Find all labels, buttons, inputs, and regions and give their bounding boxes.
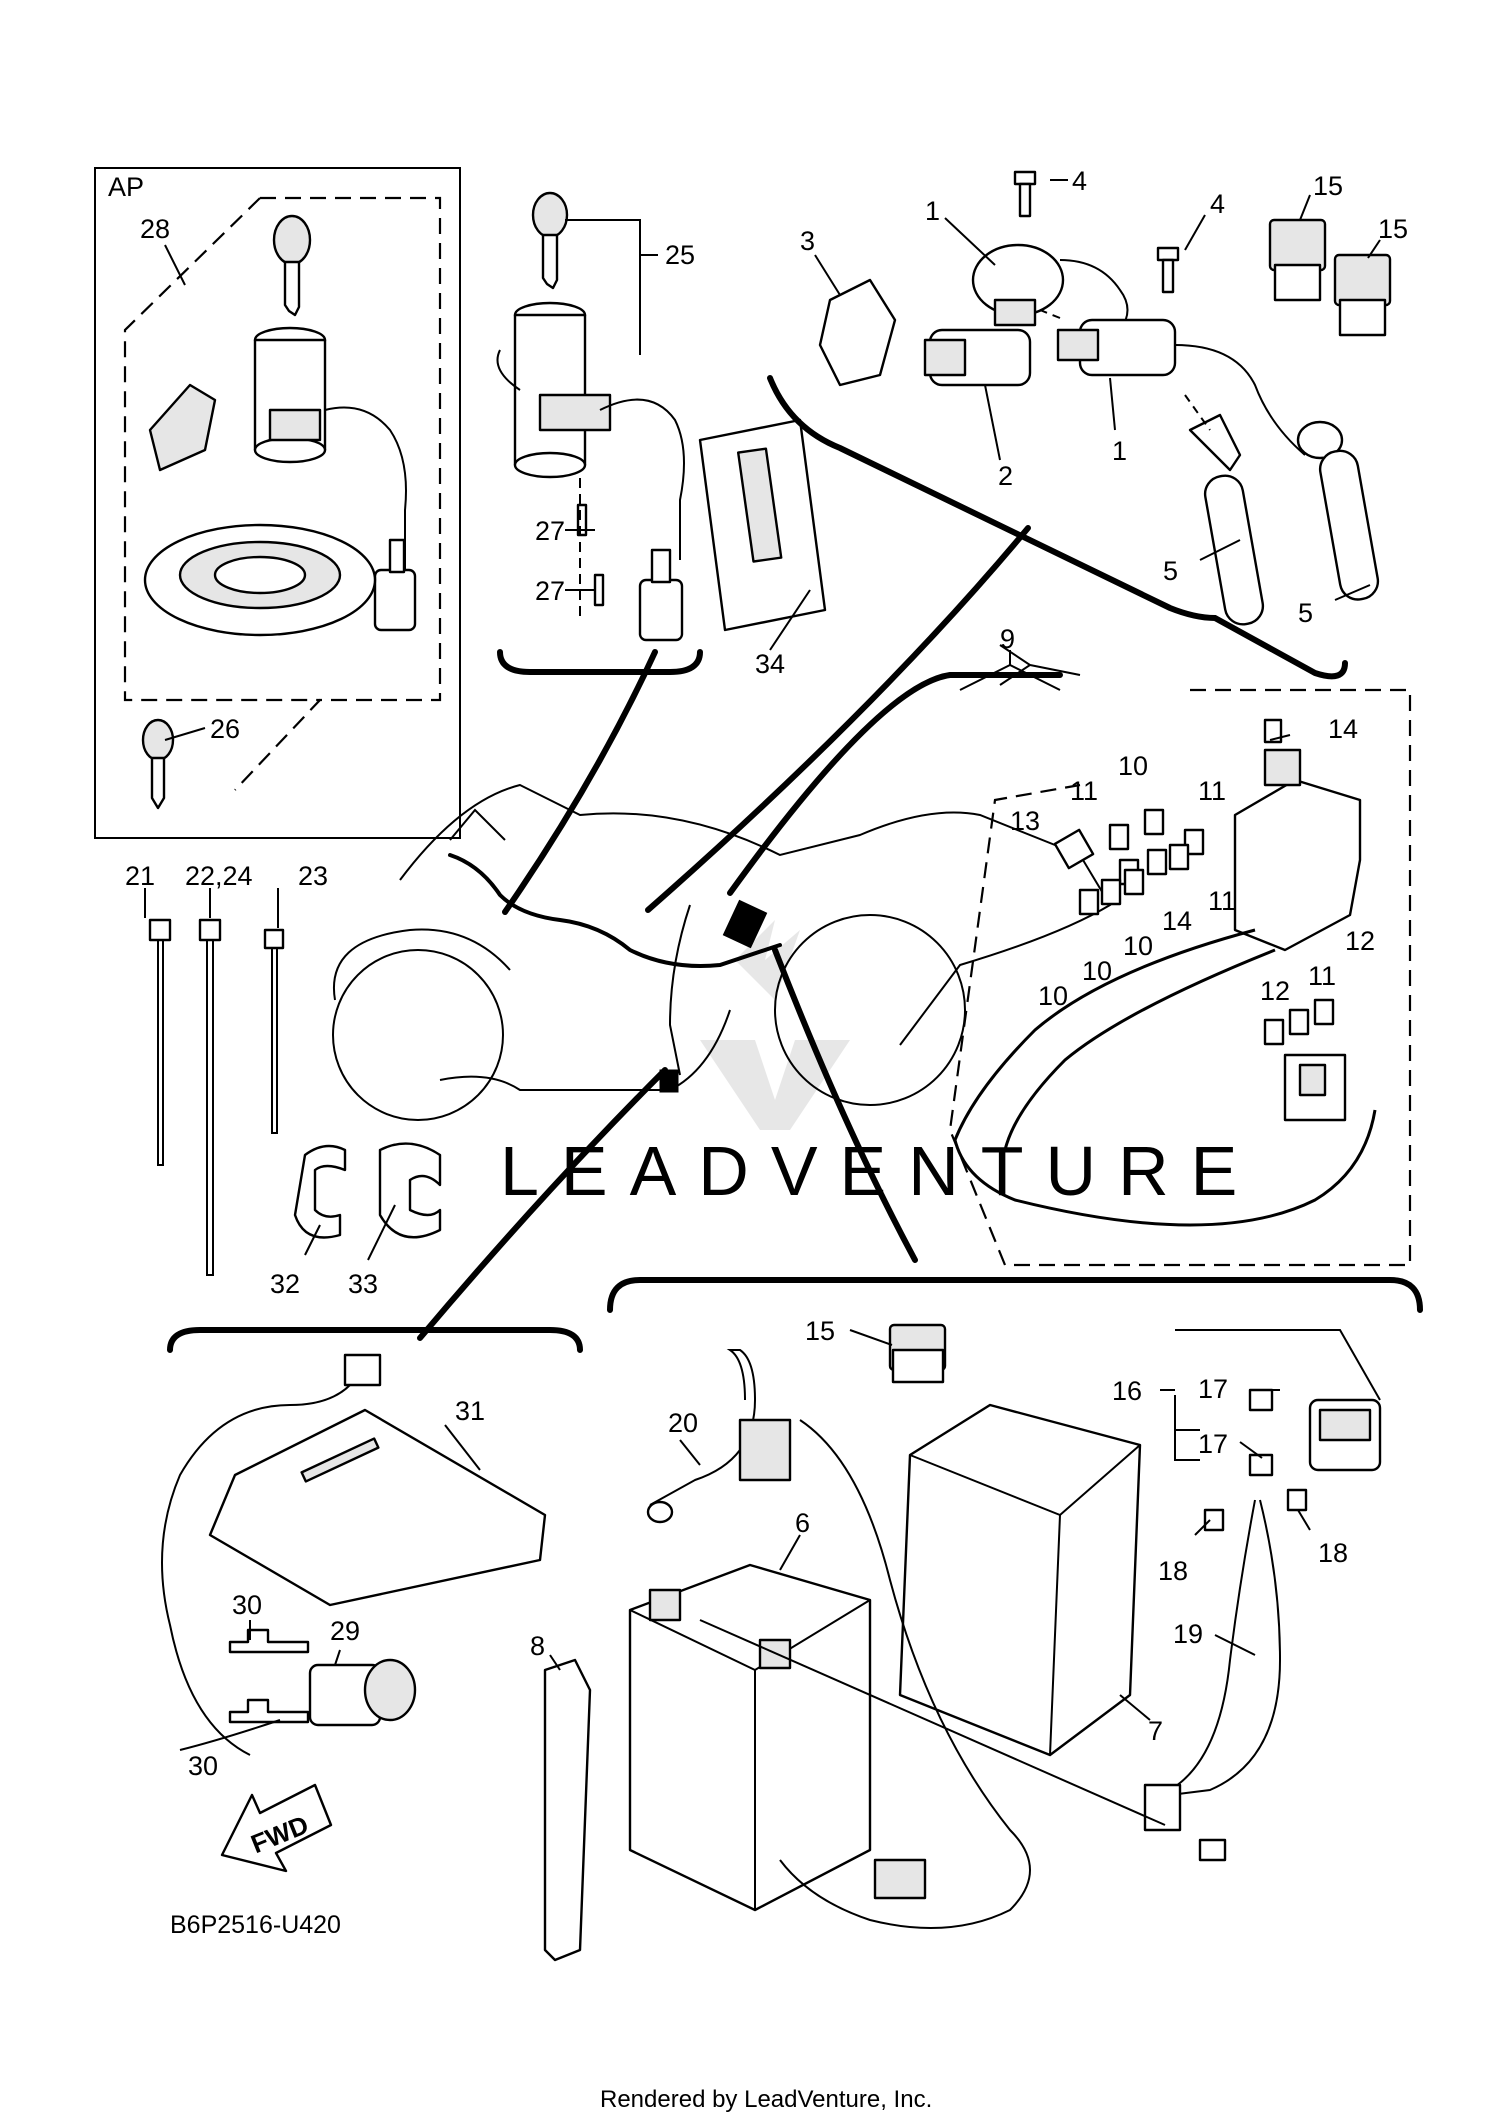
callout-28: 28 bbox=[140, 214, 170, 244]
motorcycle-outline bbox=[332, 783, 1112, 1121]
callout-7: 7 bbox=[1148, 1716, 1163, 1746]
callout-16: 16 bbox=[1112, 1376, 1142, 1406]
callout-3: 3 bbox=[800, 226, 815, 256]
callout-17a: 17 bbox=[1198, 1374, 1228, 1404]
ignition-switch-part bbox=[253, 326, 417, 632]
callout-10a: 10 bbox=[1118, 751, 1148, 781]
callout-10b: 10 bbox=[1123, 931, 1153, 961]
callout-19: 19 bbox=[1173, 1619, 1203, 1649]
callout-15b: 15 bbox=[1378, 214, 1408, 244]
watermark-text: LEADVENTURE bbox=[500, 1132, 1259, 1210]
key-set-group bbox=[496, 191, 827, 675]
fwd-arrow: FWD bbox=[220, 1783, 333, 1873]
callout-10c: 10 bbox=[1082, 956, 1112, 986]
callout-14b: 14 bbox=[1162, 906, 1192, 936]
callout-20: 20 bbox=[668, 1408, 698, 1438]
callout-34: 34 bbox=[755, 649, 785, 679]
callout-31: 31 bbox=[455, 1396, 485, 1426]
fuse-box-group bbox=[948, 644, 1412, 1267]
callout-11a: 11 bbox=[1070, 776, 1098, 806]
callout-15c: 15 bbox=[805, 1316, 835, 1346]
callout-12b: 12 bbox=[1260, 976, 1290, 1006]
battery-group bbox=[543, 1277, 1423, 1962]
callout-21: 21 bbox=[125, 861, 155, 891]
diagram-code: B6P2516-U420 bbox=[170, 1911, 341, 1939]
callout-12a: 12 bbox=[1345, 926, 1375, 956]
callout-4a: 4 bbox=[1072, 166, 1087, 196]
callout-4b: 4 bbox=[1210, 189, 1225, 219]
fuse-cluster bbox=[1053, 718, 1335, 1046]
watermark-logo bbox=[700, 920, 850, 1130]
callout-25: 25 bbox=[665, 240, 695, 270]
callout-30a: 30 bbox=[232, 1590, 262, 1620]
callout-23: 23 bbox=[298, 861, 328, 891]
callout-10d: 10 bbox=[1038, 981, 1068, 1011]
lock-body-part bbox=[148, 383, 217, 472]
wire-clamps bbox=[293, 1142, 442, 1239]
footer-credit: Rendered by LeadVenture, Inc. bbox=[600, 2086, 932, 2113]
callout-6: 6 bbox=[795, 1508, 810, 1538]
callout-26: 26 bbox=[210, 714, 240, 744]
callout-32: 32 bbox=[270, 1269, 300, 1299]
callout-29: 29 bbox=[330, 1616, 360, 1646]
callout-8: 8 bbox=[530, 1631, 545, 1661]
ap-kit-group bbox=[94, 167, 461, 839]
ignition-coil-group bbox=[767, 170, 1392, 680]
cable-ties bbox=[148, 918, 285, 1276]
callout-11c: 11 bbox=[1208, 886, 1236, 916]
callout-2: 2 bbox=[998, 461, 1013, 491]
ap-label: AP bbox=[108, 172, 144, 202]
callout-1a: 1 bbox=[925, 196, 940, 226]
spare-key-part bbox=[141, 718, 175, 810]
callout-labels: 28 26 25 27 27 34 3 1 4 4 15 15 2 1 5 5 … bbox=[125, 166, 1408, 1781]
key-part bbox=[272, 214, 312, 317]
callout-11b: 11 bbox=[1198, 776, 1226, 806]
callout-22-24: 22,24 bbox=[185, 861, 253, 891]
callout-13: 13 bbox=[1010, 806, 1040, 836]
callout-1b: 1 bbox=[1112, 436, 1127, 466]
callout-15a: 15 bbox=[1313, 171, 1343, 201]
callout-5b: 5 bbox=[1298, 598, 1313, 628]
callout-33: 33 bbox=[348, 1269, 378, 1299]
callout-27b: 27 bbox=[535, 576, 565, 606]
callout-5a: 5 bbox=[1163, 556, 1178, 586]
callout-17b: 17 bbox=[1198, 1429, 1228, 1459]
starter-relay-group: FWD bbox=[161, 1327, 583, 1873]
callout-27a: 27 bbox=[535, 516, 565, 546]
callout-9: 9 bbox=[1000, 624, 1015, 654]
callout-14a: 14 bbox=[1328, 714, 1358, 744]
callout-leaders bbox=[144, 179, 1381, 1721]
callout-11d: 11 bbox=[1308, 961, 1336, 991]
callout-18b: 18 bbox=[1318, 1538, 1348, 1568]
fuel-cap-part bbox=[143, 523, 377, 637]
callout-18a: 18 bbox=[1158, 1556, 1188, 1586]
callout-30b: 30 bbox=[188, 1751, 218, 1781]
